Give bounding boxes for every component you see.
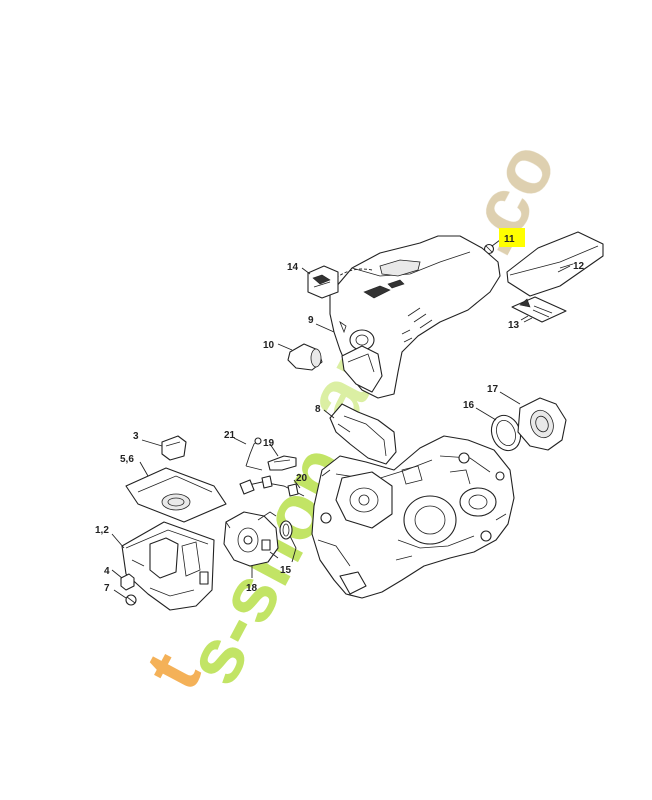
- part-16-ring-seal: [490, 414, 522, 452]
- callout-17[interactable]: 17: [487, 384, 499, 395]
- part-14-label: [307, 265, 339, 299]
- callout-16[interactable]: 16: [463, 400, 475, 411]
- part-5-6-air-filter: [125, 467, 227, 523]
- callout-labels: 11 12 13 14 9 10 8 16 17 3 21 19 5,6 20 …: [95, 234, 585, 594]
- part-19-bracket: [267, 455, 297, 471]
- callout-20[interactable]: 20: [296, 473, 308, 484]
- part-1-2-housing: [121, 521, 215, 611]
- callout-11-highlight: [499, 228, 525, 247]
- part-13-warning-label: [511, 296, 567, 323]
- part-8-baffle: [329, 403, 397, 465]
- leader-lines: [111, 239, 571, 599]
- part-7-screw: [125, 594, 137, 606]
- callout-1-2[interactable]: 1,2: [95, 525, 109, 536]
- callout-11[interactable]: 11: [504, 234, 515, 245]
- part-10-cap: [287, 343, 323, 371]
- part-4-nut: [120, 573, 135, 591]
- part-15-ring: [279, 520, 293, 540]
- callout-7[interactable]: 7: [104, 583, 110, 594]
- callout-19[interactable]: 19: [263, 438, 275, 449]
- part-20-throttle-rod: [239, 475, 305, 497]
- callout-3[interactable]: 3: [133, 431, 139, 442]
- callout-9[interactable]: 9: [308, 315, 314, 326]
- callout-15[interactable]: 15: [280, 565, 292, 576]
- part-21-choke-rod: [245, 437, 263, 471]
- callout-5-6[interactable]: 5,6: [120, 454, 134, 465]
- crankcase: [311, 435, 515, 599]
- part-18-carburetor: [223, 511, 279, 567]
- part-12-cover-plate: [506, 231, 604, 297]
- callout-14[interactable]: 14: [287, 262, 299, 273]
- callout-18[interactable]: 18: [246, 583, 258, 594]
- part-9-shroud: [329, 235, 501, 399]
- callout-13[interactable]: 13: [508, 320, 520, 331]
- part-3-choke-knob: [161, 435, 187, 461]
- part-17-intake-manifold: [517, 397, 567, 451]
- callout-10[interactable]: 10: [263, 340, 275, 351]
- callout-4[interactable]: 4: [104, 566, 110, 577]
- callout-21[interactable]: 21: [224, 430, 236, 441]
- callout-8[interactable]: 8: [315, 404, 321, 415]
- callout-12[interactable]: 12: [573, 261, 585, 272]
